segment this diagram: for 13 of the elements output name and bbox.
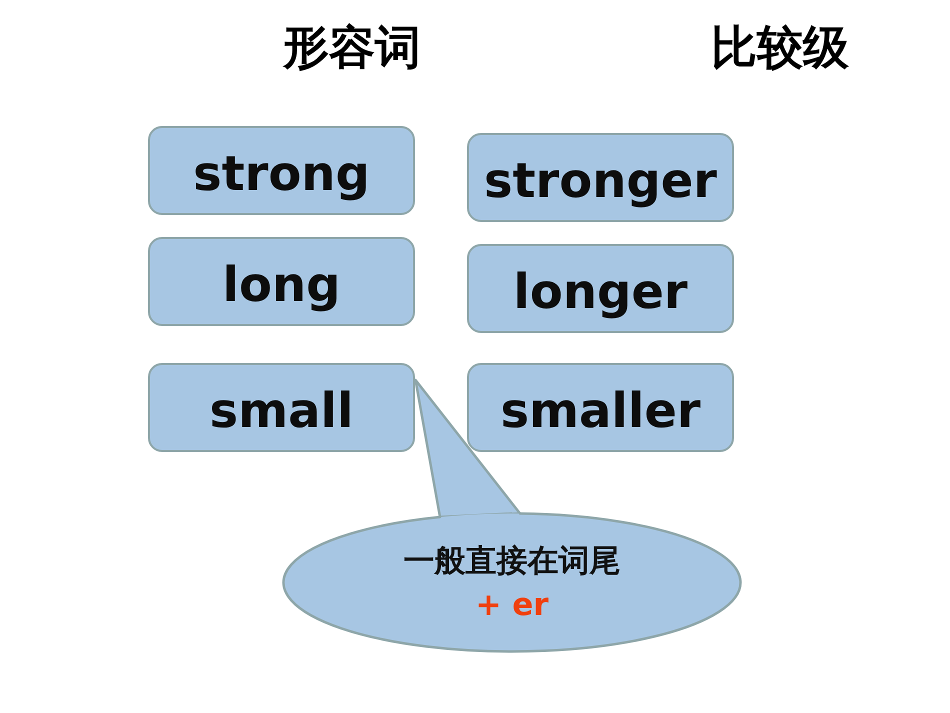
word-box — [148, 237, 415, 326]
word-text: smaller — [500, 386, 701, 434]
word-box — [467, 133, 734, 222]
word-box — [148, 126, 415, 215]
note-text: 一般直接在词尾 — [404, 542, 620, 580]
word-box — [467, 244, 734, 333]
column-heading: 形容词 — [283, 22, 421, 73]
note-text: + er — [475, 586, 549, 624]
speech-bubble-tail — [414, 378, 522, 518]
column-heading: 比较级 — [711, 22, 849, 73]
word-text: small — [210, 386, 354, 434]
word-box — [148, 363, 415, 452]
word-box — [467, 363, 734, 452]
